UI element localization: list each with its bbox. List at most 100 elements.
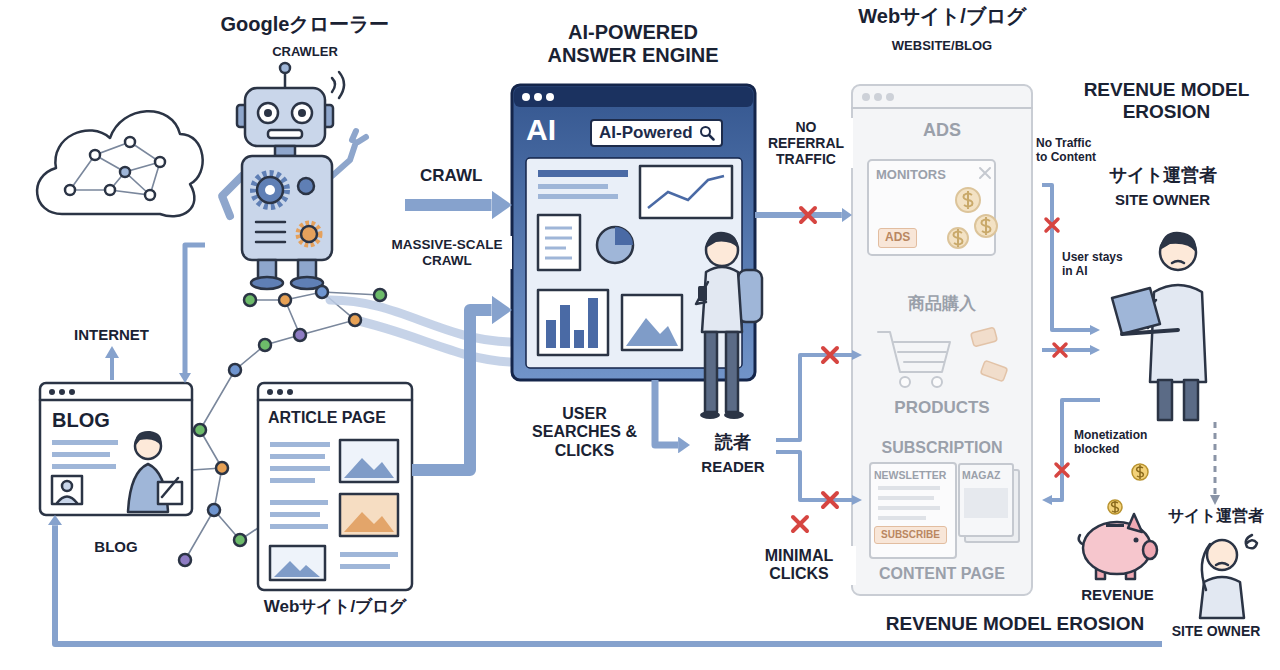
ai-window	[512, 85, 755, 380]
ads-section-text: ADS	[862, 120, 1022, 141]
network-dot	[194, 424, 206, 436]
window-dot	[534, 93, 542, 101]
magazine-image	[964, 488, 1008, 518]
products-section-text: PRODUCTS	[862, 398, 1022, 418]
flow-arrow	[655, 380, 678, 445]
annotation-label: INTERNET	[72, 325, 151, 344]
robot-body	[242, 156, 332, 260]
bar	[588, 298, 598, 348]
crawler-robot-text: Googleクローラー	[205, 13, 405, 36]
blocked-x	[823, 348, 837, 362]
network-dot	[90, 150, 100, 160]
article-page-text: Webサイト/ブログ	[243, 597, 427, 617]
cart-grid	[898, 352, 946, 362]
reader-shoe	[724, 411, 744, 419]
window-dot	[287, 389, 293, 395]
blog-window	[40, 383, 192, 515]
robot-pupil	[298, 109, 306, 117]
coin	[1108, 500, 1122, 514]
network-lines	[70, 142, 160, 195]
network-dot	[208, 504, 220, 516]
internet-arrowhead	[105, 346, 119, 358]
reader-hair	[706, 232, 738, 248]
doc-lines	[545, 228, 572, 258]
robot-antenna-tip	[280, 63, 290, 73]
website-panel-text: CONTENT PAGE	[852, 565, 1032, 583]
blocked-x	[793, 517, 807, 531]
crawler-robot-text: CRAWLER	[205, 45, 405, 60]
window-dot	[277, 389, 283, 395]
dollar-sign	[1137, 465, 1144, 479]
pie-chart	[597, 227, 633, 263]
window-dot	[69, 389, 75, 395]
robot-panel-lines	[256, 222, 285, 242]
coin	[948, 228, 968, 248]
network-dot	[244, 294, 256, 306]
blocked-x	[823, 493, 837, 507]
coin	[975, 215, 997, 237]
subscription-section-text: SUBSCRIPTION	[862, 439, 1022, 457]
robot-gear	[301, 226, 317, 242]
article-page: ARTICLE PAGEWebサイト/ブログ	[258, 383, 412, 590]
internet-arrow	[110, 356, 114, 380]
network-dot	[216, 462, 228, 474]
reader-phone	[698, 286, 707, 301]
owner-frown	[1216, 563, 1228, 565]
text-line	[270, 454, 325, 459]
owner-leg	[1158, 380, 1172, 420]
dollar-sign	[982, 217, 991, 235]
close-icon	[980, 168, 990, 178]
reader-arm	[696, 282, 708, 304]
blog-window: BLOGBLOG	[40, 383, 192, 515]
network-dot	[105, 185, 115, 195]
blocked-x	[823, 493, 837, 507]
arrow-label: No Traffic to Content	[1034, 136, 1104, 166]
robot-gear-hub	[265, 185, 275, 195]
bar	[574, 330, 584, 348]
window-dot	[522, 93, 530, 101]
flow-arrow	[55, 525, 1162, 644]
robot-gear	[253, 173, 287, 207]
magazine	[959, 464, 1013, 536]
robot-neck	[275, 146, 295, 156]
robot-gear	[298, 178, 314, 194]
window-dot	[874, 93, 882, 101]
flow-arrow	[755, 212, 842, 218]
robot-arm	[222, 176, 242, 216]
network-dot	[294, 329, 306, 341]
text-line	[52, 452, 110, 457]
avatar-head	[62, 481, 72, 491]
avatar-body	[57, 497, 77, 504]
coin	[956, 188, 980, 212]
robot-eye	[292, 103, 312, 123]
flow-arrow	[1042, 348, 1090, 352]
network-dot	[229, 364, 241, 376]
blocked-x	[1054, 344, 1066, 356]
flow-arrow	[1214, 422, 1217, 495]
owner-body	[1200, 577, 1244, 618]
reader-shoe	[700, 411, 720, 419]
robot-mouth	[268, 130, 302, 138]
ads-section-text: ADS	[878, 228, 917, 248]
image-box	[340, 440, 398, 482]
annotation-label: User stays in AI	[1060, 250, 1132, 280]
newsletter-box	[870, 463, 956, 558]
subscription-section-text: SUBSCRIBE	[874, 526, 947, 544]
window-dot	[862, 93, 870, 101]
owner-mouth	[1172, 261, 1184, 263]
coin	[948, 228, 968, 248]
network-dot	[374, 289, 386, 301]
text-line	[878, 496, 934, 500]
robot-gear	[298, 223, 320, 245]
bar	[560, 305, 570, 348]
site-owner-worried-text: SITE OWNER	[1162, 623, 1270, 639]
website-panel-text: WEBSITE/BLOG	[852, 39, 1032, 54]
bar-chart	[538, 290, 608, 355]
window-dot	[886, 93, 894, 101]
crawler-robot: Googleクローラー CRAWLER	[205, 5, 405, 290]
text-line	[270, 442, 330, 447]
network-dot	[179, 554, 191, 566]
cart-wheel	[900, 377, 910, 387]
site-owner-text: サイト運営者	[1100, 165, 1225, 186]
text-line	[340, 552, 398, 557]
